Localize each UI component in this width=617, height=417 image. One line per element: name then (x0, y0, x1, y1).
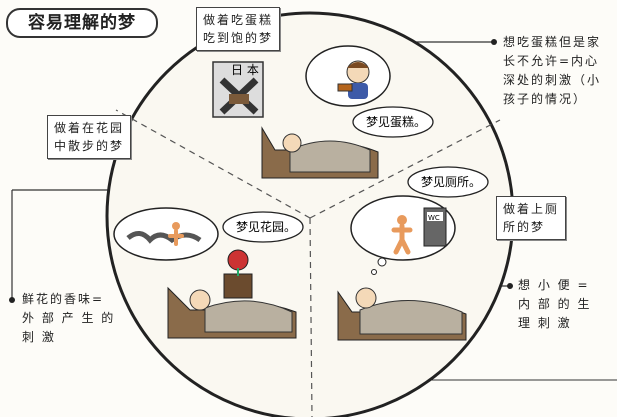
cake-child-head (282, 133, 302, 153)
garden-speech-bubble (222, 211, 304, 243)
page-title: 容易理解的梦 (6, 8, 158, 38)
garden-explanation-line-3: 刺 激 (22, 330, 56, 344)
divider-left (115, 109, 311, 219)
toilet-caption-line-1: 做着上厕 (503, 202, 560, 216)
toilet-blanket (359, 299, 463, 335)
garden-caption-line-2: 中散步的梦 (54, 139, 125, 153)
garden-table (223, 273, 253, 299)
toilet-explanation-line-2: 内 部 的 生 (518, 297, 592, 311)
toilet-speech-bubble (407, 166, 489, 198)
cake-plate (337, 83, 353, 92)
divider-right (309, 119, 501, 219)
toilet-bullet (507, 283, 513, 289)
garden-blanket (204, 300, 293, 333)
cake-explanation: 想吃蛋糕但是家 长不允许=内心 深处的刺激（小 孩子的情况） (503, 33, 615, 109)
toilet-person-head (397, 215, 407, 225)
cake-blanket (289, 140, 371, 173)
cake-caption-line-2: 吃到饱的梦 (203, 31, 274, 45)
toilet-explanation-line-1: 想 小 便 = (518, 278, 590, 292)
garden-bullet (9, 297, 15, 303)
cake-sign-text: 日 本 (231, 63, 259, 77)
toilet-child-head (355, 287, 377, 309)
cake-explanation-line-3: 深处的刺激（小 (503, 73, 602, 87)
garden-person-body (168, 229, 184, 246)
toilet-person-body (391, 223, 413, 255)
toilet-door-text: WC (428, 214, 440, 222)
cake-speech-text: 梦见蛋糕。 (366, 115, 426, 129)
garden-child-head (189, 289, 211, 311)
toilet-caption-box: 做着上厕 所的梦 (496, 196, 567, 240)
toilet-explanation: 想 小 便 = 内 部 的 生 理 刺 激 (518, 276, 614, 333)
divider-bottom (309, 217, 313, 417)
cake-bullet (491, 39, 497, 45)
garden-explanation: 鲜花的香味= 外 部 产 生 的 刺 激 (22, 290, 122, 347)
garden-caption-box: 做着在花园 中散步的梦 (47, 115, 132, 159)
cake-caption-box: 做着吃蛋糕 吃到饱的梦 (196, 7, 281, 51)
cake-boy-hair (347, 62, 369, 68)
toilet-thought-dot-1 (377, 257, 387, 267)
cake-caption-line-1: 做着吃蛋糕 (203, 13, 274, 27)
garden-explanation-line-2: 外 部 产 生 的 (22, 311, 116, 325)
garden-person-head (172, 222, 180, 230)
cake-boy-body (348, 83, 368, 99)
cake-explanation-line-4: 孩子的情况） (503, 92, 588, 106)
garden-scene: 梦见花园。 (113, 207, 304, 339)
cake-explanation-line-2: 长不允许=内心 (503, 54, 600, 68)
cake-sign-cake (229, 94, 249, 104)
garden-explanation-line-1: 鲜花的香味= (22, 292, 105, 306)
garden-flowers (126, 231, 202, 244)
toilet-thought-dot-2 (371, 269, 377, 275)
cake-explanation-line-1: 想吃蛋糕但是家 (503, 35, 602, 49)
cake-speech-bubble (352, 106, 434, 138)
toilet-door-sign (427, 212, 443, 221)
cake-scene: 日 本 梦见蛋糕。 (212, 45, 434, 179)
garden-caption-line-1: 做着在花园 (54, 121, 125, 135)
toilet-speech-text: 梦见厕所。 (421, 175, 481, 189)
toilet-caption-line-2: 所的梦 (503, 220, 546, 234)
toilet-scene: WC 梦见厕所。 (337, 166, 489, 341)
garden-pot-flowers (227, 249, 249, 271)
garden-speech-text: 梦见花园。 (236, 219, 296, 234)
toilet-explanation-line-3: 理 刺 激 (518, 316, 572, 330)
